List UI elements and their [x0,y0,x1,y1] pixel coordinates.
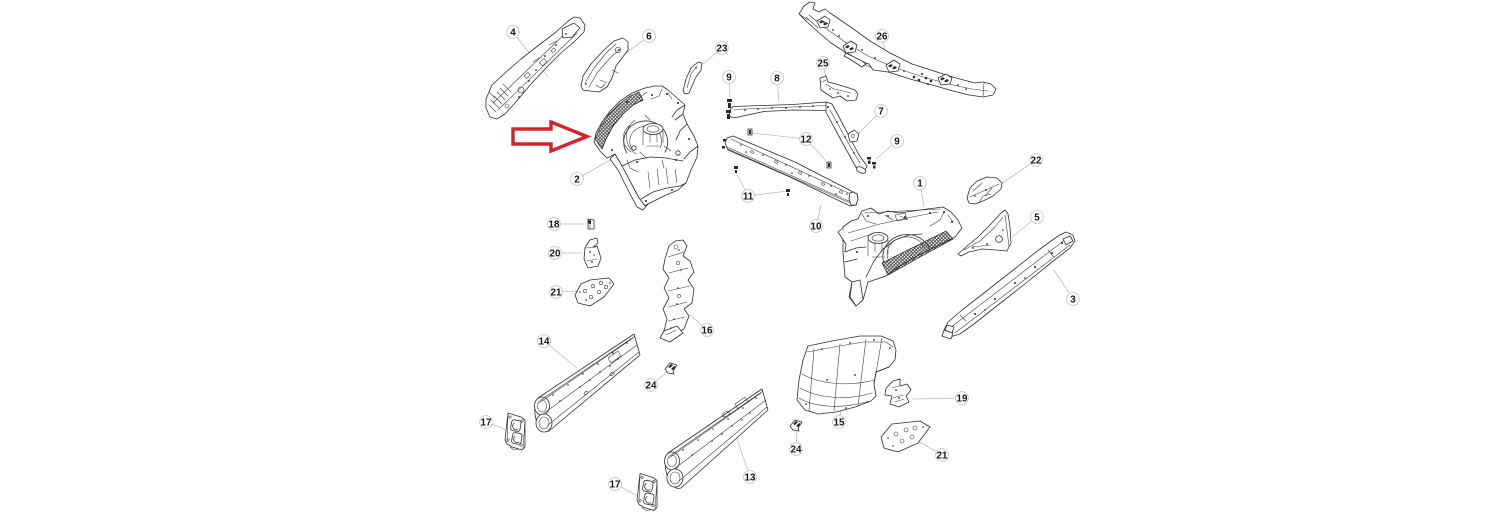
svg-text:15: 15 [834,417,845,428]
svg-text:3: 3 [1070,294,1076,305]
svg-text:6: 6 [646,31,652,42]
svg-text:9: 9 [726,72,732,83]
svg-text:7: 7 [878,106,884,117]
svg-text:14: 14 [539,336,550,347]
svg-text:16: 16 [702,325,713,336]
svg-text:20: 20 [550,248,561,259]
svg-text:17: 17 [481,417,492,428]
svg-text:26: 26 [877,31,888,42]
svg-text:21: 21 [937,450,948,461]
svg-text:21: 21 [551,287,562,298]
svg-text:4: 4 [510,27,516,38]
svg-text:18: 18 [549,219,560,230]
svg-text:24: 24 [791,444,802,455]
svg-text:10: 10 [811,221,822,232]
svg-text:12: 12 [801,134,812,145]
svg-text:25: 25 [818,58,829,69]
svg-text:23: 23 [717,43,728,54]
svg-text:17: 17 [610,479,621,490]
svg-text:9: 9 [894,136,900,147]
svg-text:2: 2 [574,174,580,185]
svg-text:1: 1 [917,178,923,189]
svg-text:5: 5 [1034,212,1040,223]
svg-text:11: 11 [743,191,754,202]
svg-text:13: 13 [745,472,756,483]
svg-text:22: 22 [1031,155,1042,166]
svg-text:8: 8 [774,73,780,84]
svg-text:24: 24 [646,380,657,391]
svg-text:19: 19 [957,393,968,404]
